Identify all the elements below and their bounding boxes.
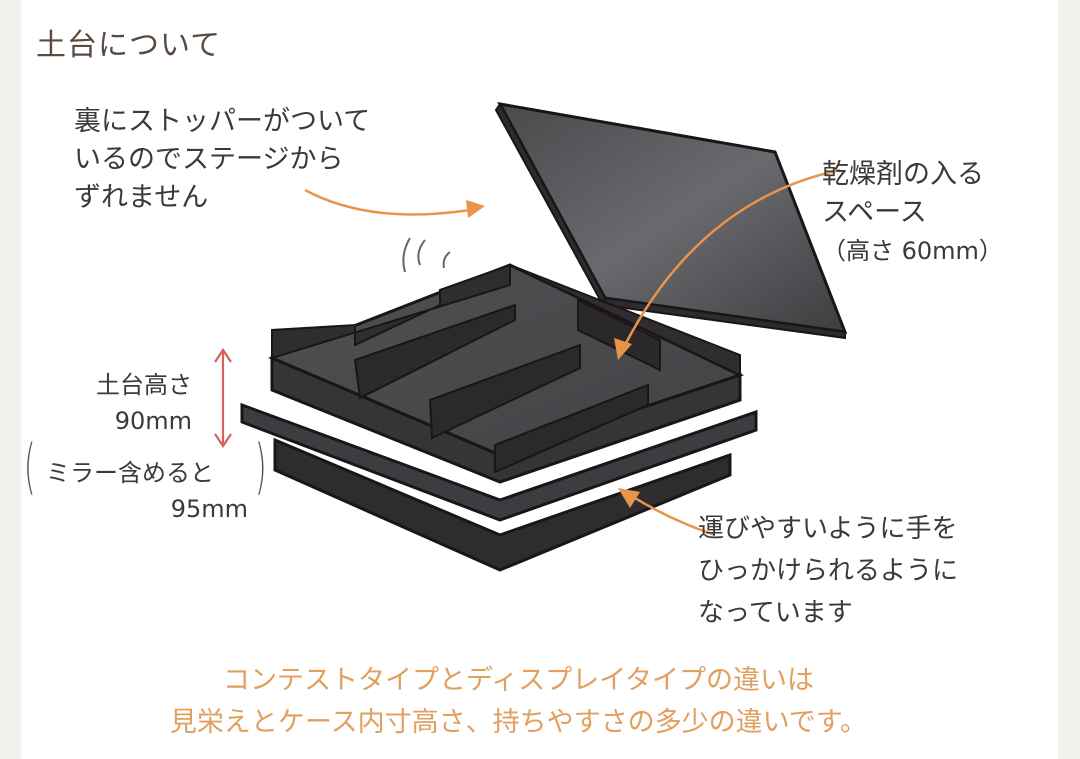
footer-line: コンテストタイプとディスプレイタイプの違いは <box>222 665 815 696</box>
base-height-callout: 土台高さ 90mm <box>80 367 192 439</box>
handle-callout-line: 運びやすいように手を <box>698 514 958 544</box>
handle-callout-line: ひっかけられるように <box>698 556 959 586</box>
desiccant-arrow-icon <box>614 168 841 360</box>
desiccant-callout-line: スペース <box>822 197 927 228</box>
mirror-height-label: ミラー含めると <box>46 459 214 487</box>
base-height-label: 土台高さ <box>96 371 192 399</box>
stopper-arrow-icon <box>304 188 485 218</box>
page-title: 土台について <box>36 28 222 63</box>
stopper-callout-line: いるのでステージから <box>74 144 344 175</box>
desiccant-space-callout: 乾燥剤の入る スペース （高さ 60mm） <box>822 156 1003 270</box>
vibration-marks-icon <box>402 237 451 273</box>
handle-callout: 運びやすいように手を ひっかけられるように なっています <box>698 508 958 634</box>
base-height-value: 90mm <box>114 407 192 435</box>
mirror-height-value: 95mm <box>170 495 248 523</box>
footer-note: コンテストタイプとディスプレイタイプの違いは 見栄えとケース内寸高さ、持ちやすさ… <box>0 660 1037 744</box>
height-dimension-arrow-icon <box>214 348 232 448</box>
desiccant-callout-line: 乾燥剤の入る <box>822 159 984 190</box>
stopper-callout-line: 裏にストッパーがついて <box>74 106 371 137</box>
open-parenthesis: ( <box>23 432 36 502</box>
handle-callout-line: なっています <box>698 598 853 628</box>
stopper-callout: 裏にストッパーがついて いるのでステージから ずれません <box>74 103 370 217</box>
stopper-callout-line: ずれません <box>74 182 209 213</box>
desiccant-height-note: （高さ 60mm） <box>822 237 1003 265</box>
mirror-height-callout: ( ミラー含めると 95mm ) <box>24 437 266 527</box>
footer-line: 見栄えとケース内寸高さ、持ちやすさの多少の違いです。 <box>169 707 868 738</box>
handle-arrow-icon <box>618 488 716 537</box>
base-body-icon <box>240 263 758 572</box>
close-parenthesis: ) <box>254 432 267 502</box>
